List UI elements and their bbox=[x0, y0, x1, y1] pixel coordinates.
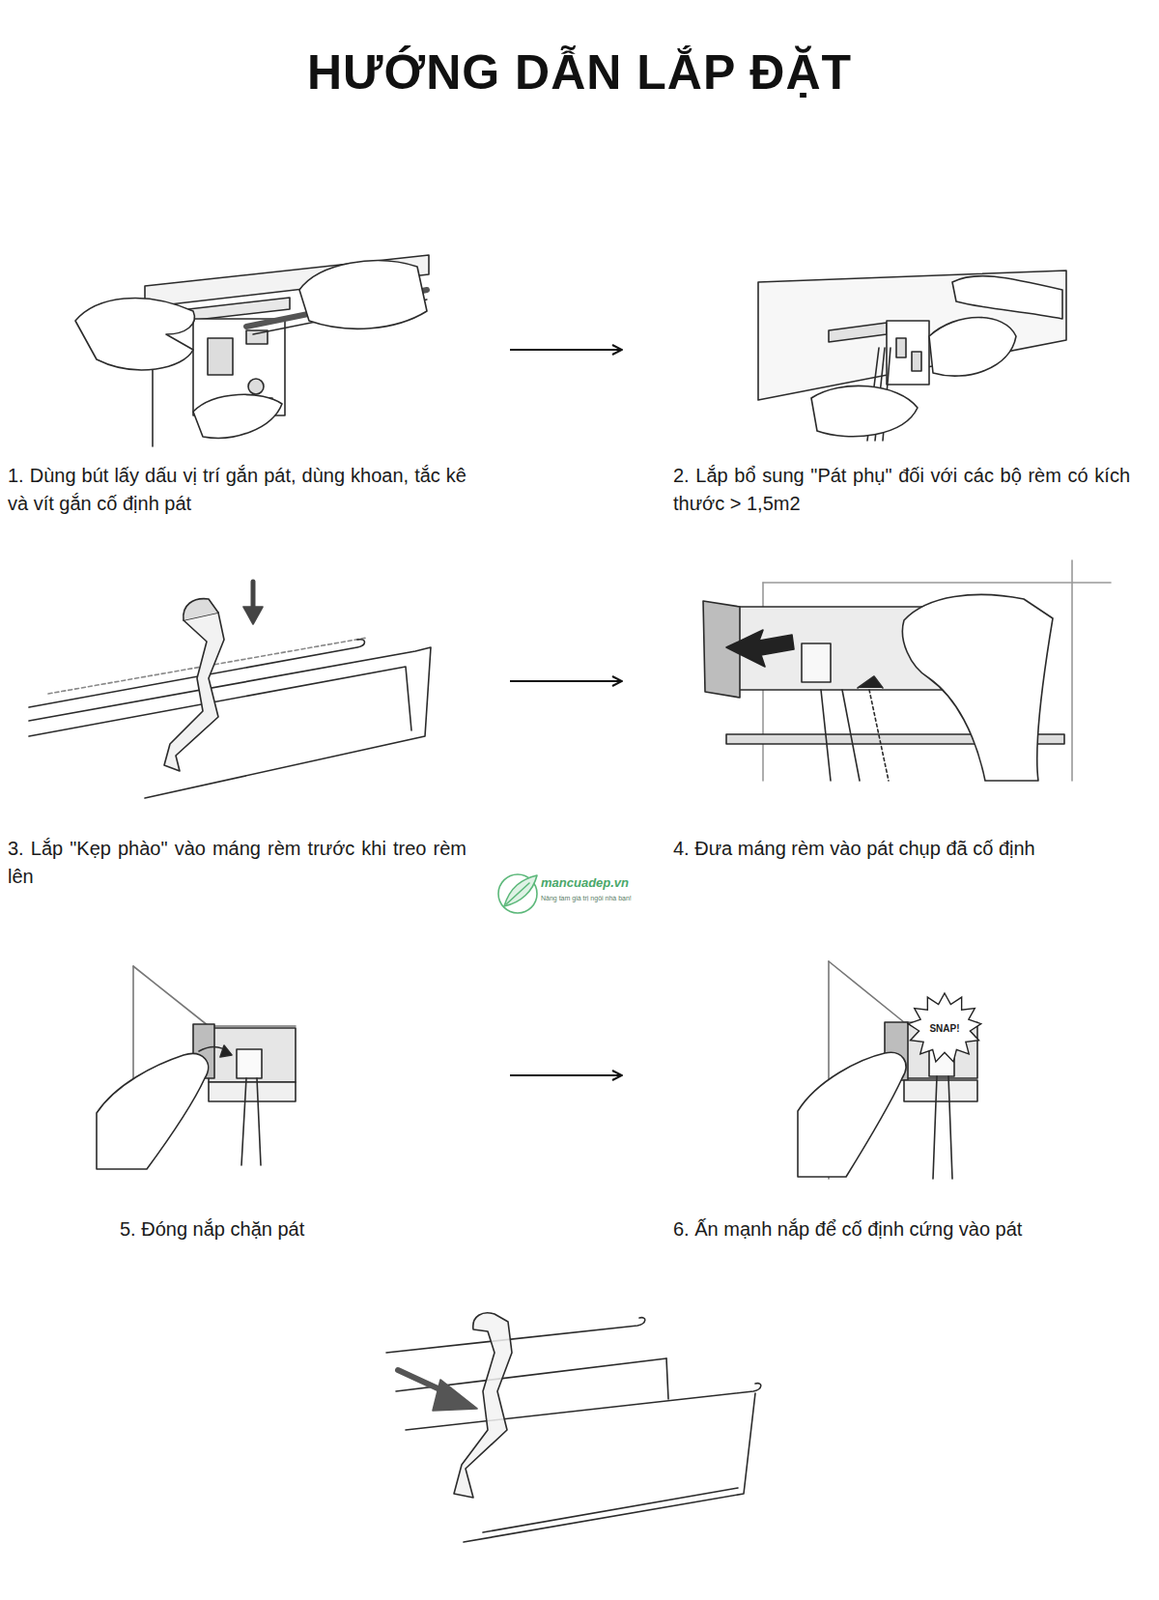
headrail-insert-illustration-part bbox=[726, 629, 794, 667]
end-cap-close-illustration-part bbox=[241, 1077, 247, 1165]
valance-clip-illustration-part bbox=[183, 598, 219, 621]
watermark-logo-part bbox=[498, 874, 538, 913]
end-cap-press-illustration-part bbox=[948, 1075, 953, 1179]
clip-slide-illustration-part bbox=[666, 1357, 669, 1399]
valance-clip-illustration-part bbox=[243, 606, 263, 624]
bracket-marking-illustration-part bbox=[248, 378, 264, 395]
bracket-marking-illustration-part bbox=[188, 297, 290, 321]
end-cap-close-illustration-part bbox=[220, 1045, 232, 1057]
valance-clip-illustration-part bbox=[28, 666, 412, 736]
step-caption: 3. Lắp "Kẹp phào" vào máng rèm trước khi… bbox=[7, 834, 467, 891]
snap-burst: SNAP! bbox=[907, 992, 982, 1063]
clip-slide-illustration-part bbox=[482, 1487, 738, 1532]
step-caption: 6. Ấn mạnh nắp để cố định cứng vào pát bbox=[673, 1215, 1131, 1244]
end-cap-close-illustration-part bbox=[256, 1077, 261, 1165]
clip-slide-illustration-part bbox=[386, 1317, 646, 1353]
watermark-logo-part bbox=[504, 875, 538, 906]
end-cap-press-illustration bbox=[797, 961, 978, 1179]
sound-effect-text: SNAP! bbox=[929, 1022, 960, 1034]
bracket-marking-illustration-part bbox=[193, 394, 283, 438]
end-cap-close-illustration-part bbox=[133, 965, 296, 1026]
extra-bracket-illustration bbox=[758, 270, 1067, 441]
extra-bracket-illustration-part bbox=[758, 270, 1067, 400]
extra-bracket-illustration-part bbox=[929, 317, 1017, 377]
clip-slide-illustration bbox=[386, 1312, 762, 1542]
end-cap-press-illustration-part bbox=[797, 1051, 906, 1177]
headrail-insert-illustration-part bbox=[763, 581, 1111, 584]
headrail-insert-illustration-part bbox=[842, 689, 860, 781]
step-arrow bbox=[509, 348, 622, 351]
end-cap-press-illustration-part bbox=[932, 1075, 937, 1179]
watermark-logo-part bbox=[506, 882, 530, 905]
headrail-insert-illustration-part bbox=[902, 593, 1053, 781]
valance-clip-illustration-part bbox=[164, 612, 225, 771]
valance-clip-illustration-part bbox=[28, 647, 431, 798]
watermark-logo bbox=[498, 874, 538, 913]
extra-bracket-illustration-part bbox=[886, 320, 930, 385]
end-cap-close-illustration-part bbox=[236, 1048, 262, 1078]
step-panel: 6. Ấn mạnh nắp để cố định cứng vào pát SN… bbox=[673, 956, 1131, 1244]
clip-slide-illustration-part bbox=[463, 1392, 756, 1542]
step-panel: 4. Đưa máng rèm vào pát chụp đã cố định bbox=[673, 560, 1131, 863]
step-caption: 4. Đưa máng rèm vào pát chụp đã cố định bbox=[673, 834, 1131, 863]
valance-clip-illustration-part bbox=[28, 639, 366, 707]
step-panel: 3. Lắp "Kẹp phào" vào máng rèm trước khi… bbox=[7, 560, 467, 891]
end-cap-close-illustration-part bbox=[208, 1027, 296, 1082]
end-cap-close-illustration bbox=[96, 965, 296, 1169]
step-arrow bbox=[509, 679, 622, 682]
watermark-slogan: Nâng tầm giá trị ngôi nhà bạn! bbox=[540, 894, 632, 902]
end-cap-close-illustration-part bbox=[96, 1053, 209, 1169]
bracket-marking-illustration-part bbox=[299, 260, 427, 330]
end-cap-press-illustration-part bbox=[904, 1079, 978, 1102]
step-panel: 5. Đóng nắp chặn pát bbox=[7, 956, 467, 1244]
step-panel: 1. Dùng bút lấy dấu vị trí gắn pát, dùng… bbox=[7, 253, 467, 518]
headrail-insert-illustration-part bbox=[801, 643, 831, 682]
extra-bracket-illustration-part bbox=[811, 385, 918, 436]
step-caption: 2. Lắp bổ sung "Pát phụ" đối với các bộ … bbox=[673, 461, 1131, 518]
step-panel: 2. Lắp bổ sung "Pát phụ" đối với các bộ … bbox=[673, 253, 1131, 518]
bracket-marking-illustration bbox=[75, 254, 429, 447]
end-cap-close-illustration-part bbox=[208, 1081, 296, 1102]
watermark-text: mancuadep.vn bbox=[540, 875, 629, 890]
clip-slide-illustration-part bbox=[432, 1379, 478, 1411]
step-caption: 5. Đóng nắp chặn pát bbox=[119, 1215, 467, 1244]
extra-bracket-illustration-part bbox=[828, 322, 887, 342]
bracket-marking-illustration-part bbox=[207, 338, 233, 375]
headrail-insert-illustration-part bbox=[857, 676, 883, 688]
step-caption: 1. Dùng bút lấy dấu vị trí gắn pát, dùng… bbox=[7, 461, 467, 518]
page-title: HƯỚNG DẪN LẮP ĐẶT bbox=[0, 44, 1159, 101]
headrail-insert-illustration-part bbox=[820, 689, 831, 781]
extra-bracket-illustration-part bbox=[896, 338, 906, 358]
extra-bracket-illustration-part bbox=[911, 351, 922, 371]
headrail-insert-illustration bbox=[703, 560, 1111, 781]
step-arrow bbox=[509, 1074, 622, 1076]
bracket-marking-illustration-part bbox=[75, 298, 195, 370]
valance-clip-illustration bbox=[28, 581, 431, 798]
extra-bracket-illustration-part bbox=[952, 276, 1063, 319]
headrail-insert-illustration-part bbox=[1071, 560, 1074, 781]
valance-clip-illustration-part bbox=[251, 581, 256, 609]
burst-shape bbox=[907, 992, 981, 1062]
headrail-insert-illustration-part bbox=[869, 689, 889, 781]
